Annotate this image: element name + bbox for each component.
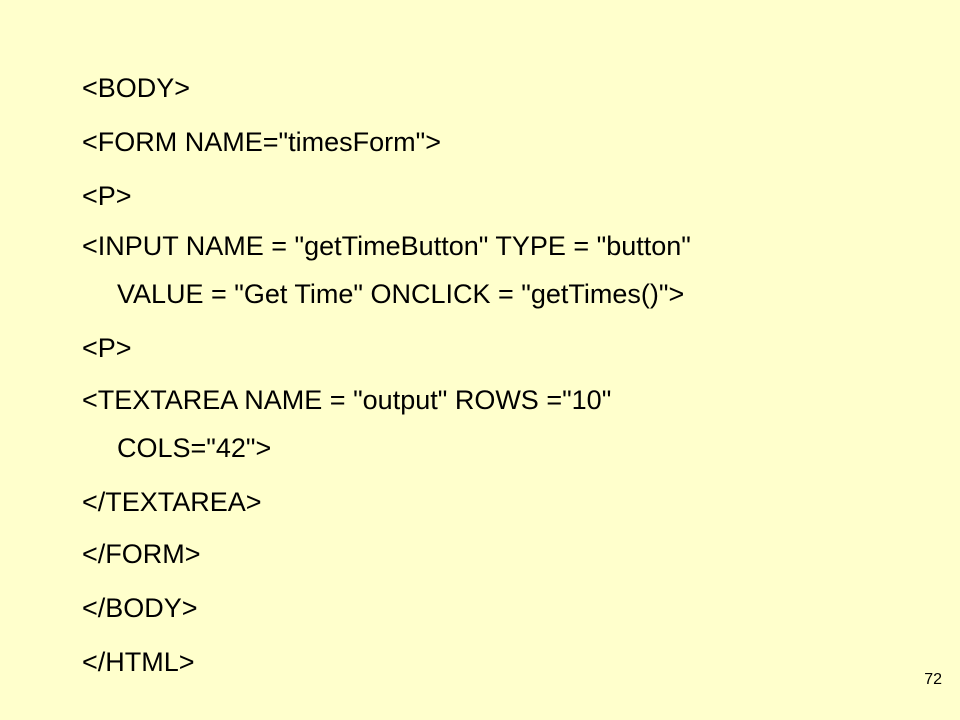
- code-line-body-close: </BODY>: [82, 593, 198, 623]
- code-line-form-open: <FORM NAME="timesForm">: [82, 127, 441, 157]
- code-line-paragraph-second: <P>: [82, 333, 132, 363]
- page-number: 72: [924, 671, 942, 688]
- code-line-textarea: <TEXTAREA NAME = "output" ROWS ="10": [82, 385, 612, 415]
- code-line-textarea-close: </TEXTAREA>: [82, 487, 262, 517]
- code-line-form-close: </FORM>: [82, 539, 201, 569]
- code-line-input: <INPUT NAME = "getTimeButton" TYPE = "bu…: [82, 231, 691, 261]
- code-line-input-continued: VALUE = "Get Time" ONCLICK = "getTimes()…: [117, 279, 685, 309]
- code-line-paragraph: <P>: [82, 181, 132, 211]
- code-line-body-open: <BODY>: [82, 73, 191, 103]
- code-line-textarea-continued: COLS="42">: [117, 433, 272, 463]
- code-line-html-close: </HTML>: [82, 647, 195, 677]
